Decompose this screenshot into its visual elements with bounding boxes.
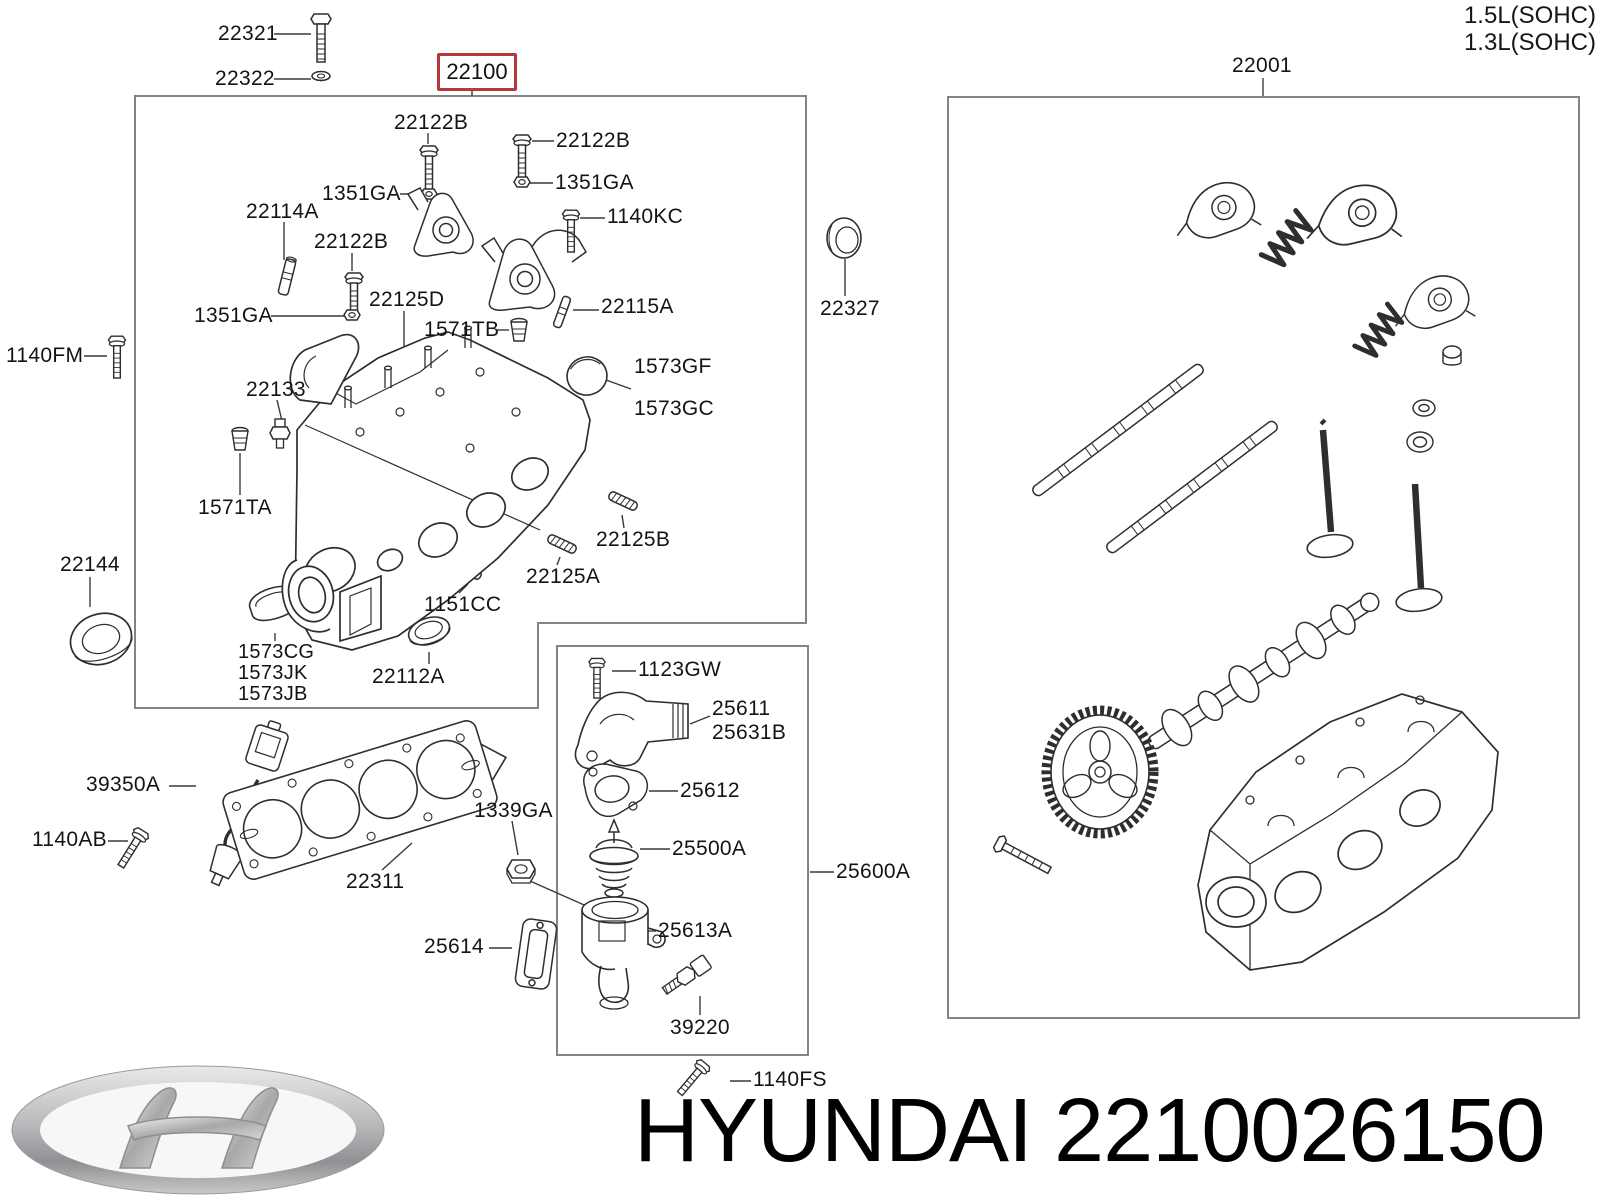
part-label-22322[interactable]: 22322 [215,67,275,90]
part-label-22144[interactable]: 22144 [60,553,120,576]
part-label-1351GA-1[interactable]: 1351GA [555,171,634,194]
part-label-1571TA[interactable]: 1571TA [198,496,272,519]
part-label-22114A[interactable]: 22114A [246,200,319,223]
engine-variants: 1.5L(SOHC) 1.3L(SOHC) [1464,2,1596,56]
part-graphic-1571TA [231,426,249,451]
part-label-1573JK[interactable]: 1573JK [238,662,308,684]
part-label-1351GA-3[interactable]: 1351GA [194,304,273,327]
part-graphic-rocker-shaft-1 [1030,361,1206,499]
part-label-22321[interactable]: 22321 [218,22,278,45]
part-label-1571TB[interactable]: 1571TB [424,318,500,341]
part-graphic-25500A-thermostat [589,818,639,898]
part-graphic-22125A [545,532,579,556]
part-number: 2210026150 [1054,1081,1546,1181]
part-label-22133[interactable]: 22133 [246,378,306,401]
part-graphic-25612-gasket [583,763,648,818]
part-graphic-valve-spring-2 [1355,304,1406,360]
part-label-22122B-2[interactable]: 22122B [556,129,631,152]
part-graphic-25613A-housing [581,896,666,1010]
part-graphic-22144-seal [69,612,133,666]
part-graphic-25614-gasket [514,918,558,990]
part-label-22122B-1[interactable]: 22122B [394,111,469,134]
part-label-1140FM[interactable]: 1140FM [6,344,84,367]
group-box-thermostat-25600A [556,645,809,1056]
part-graphic-timing-gear [1041,705,1159,839]
part-label-25611[interactable]: 25611 [712,697,771,720]
part-graphic-1339GA-nut [506,859,536,884]
part-label-25600A[interactable]: 25600A [836,860,911,883]
hyundai-logo [11,1065,385,1195]
part-graphic-1351GA-3 [343,309,361,321]
part-graphic-1140AB [112,825,151,872]
part-label-1339GA[interactable]: 1339GA [474,799,553,822]
part-graphic-cylinder-head-3d [1197,693,1499,971]
brand-name: HYUNDAI [634,1081,1033,1181]
part-graphic-1571TB [510,317,528,342]
engine-variant-2: 1.3L(SOHC) [1463,29,1596,56]
part-graphic-valve-1 [1306,418,1354,559]
part-graphic-valve-2 [1395,483,1443,613]
part-label-25500A[interactable]: 25500A [672,837,747,860]
part-label-25631B[interactable]: 25631B [712,721,787,744]
part-graphic-22122B-2 [512,134,532,180]
part-graphic-rocker-shaft-2 [1104,418,1280,556]
engine-variant-1: 1.5L(SOHC) [1463,2,1596,29]
part-graphic-22311-gasket [222,720,508,880]
part-label-1151CC[interactable]: 1151CC [424,593,502,616]
part-label-1573JB[interactable]: 1573JB [238,683,308,705]
part-graphic-22133-sensor [269,418,291,449]
part-graphic-valve-keepers [1406,345,1462,453]
part-graphic-25611-water-outlet [574,691,689,770]
part-graphic-22112A-bearing [407,616,451,646]
part-graphic-1351GA-1 [513,176,531,188]
part-graphic-22114A [277,256,297,296]
group-box-main-22100 [134,95,807,709]
part-label-39220[interactable]: 39220 [670,1016,730,1039]
part-graphic-rocker-arm-3 [1385,269,1477,337]
part-graphic-1123GW [588,657,606,699]
part-label-22125D[interactable]: 22125D [369,288,445,311]
part-graphic-cylinder-head-main [281,325,591,651]
part-label-22100-highlighted[interactable]: 22100 [437,53,517,91]
part-label-22112A[interactable]: 22112A [372,665,445,688]
part-label-1351GA-2[interactable]: 1351GA [322,182,401,205]
part-label-1140FS[interactable]: 1140FS [753,1068,827,1091]
part-label-1140KC[interactable]: 1140KC [607,205,684,228]
part-label-22125A[interactable]: 22125A [526,565,601,588]
part-label-22122B-3[interactable]: 22122B [314,230,389,253]
part-graphic-22321 [310,13,332,63]
part-label-25613A[interactable]: 25613A [658,919,733,942]
part-label-1573GF[interactable]: 1573GF [634,355,712,378]
part-graphic-39220-sensor [661,954,712,996]
part-graphic-rocker-cluster-1 [406,187,474,257]
part-graphic-1140FM [107,335,127,379]
part-label-1140AB[interactable]: 1140AB [32,828,107,851]
part-graphic-22322 [311,70,331,82]
part-graphic-22327-seal [826,217,862,259]
part-graphic-22125B [606,489,640,513]
part-label-22115A[interactable]: 22115A [601,295,674,318]
part-graphic-1573GF-cap [566,356,608,396]
part-label-1123GW[interactable]: 1123GW [638,658,722,681]
part-label-1573GC[interactable]: 1573GC [634,397,715,420]
part-graphic-valve-spring-1 [1261,211,1314,270]
part-graphic-camshaft [1107,592,1380,778]
part-label-25612[interactable]: 25612 [680,779,740,802]
part-label-1573CG[interactable]: 1573CG [238,641,315,663]
part-graphic-22122B-1 [419,145,439,191]
part-label-22125B[interactable]: 22125B [596,528,671,551]
part-label-22001[interactable]: 22001 [1232,54,1292,77]
part-label-25614[interactable]: 25614 [424,935,484,958]
part-graphic-rocker-arm-2 [1299,179,1403,251]
part-label-22311[interactable]: 22311 [346,870,405,893]
part-label-39350A[interactable]: 39350A [86,773,161,796]
part-graphic-rocker-arm-1 [1166,175,1263,247]
part-graphic-gear-bolt [992,835,1053,875]
part-graphic-rocker-cluster-2 [480,229,587,311]
part-graphic-22115A [552,295,572,329]
group-box-valvetrain-22001 [947,96,1580,1019]
part-label-22327[interactable]: 22327 [820,297,880,320]
